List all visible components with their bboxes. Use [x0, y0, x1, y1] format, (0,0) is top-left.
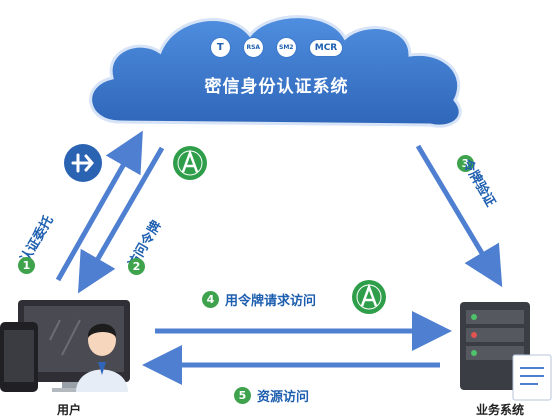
step-5-label: 资源访问 [257, 390, 310, 405]
token-badge-icon [173, 146, 207, 180]
badge-sm2: SM2 [276, 38, 296, 57]
arrow-step-1 [55, 130, 143, 282]
cloud-icon [89, 15, 462, 128]
badge-rsa: RSA [243, 38, 263, 57]
cloud-title: 密信身份认证系统 [204, 77, 349, 97]
step-2-number: 2 [128, 258, 145, 275]
business-system-label: 业务系统 [476, 403, 525, 417]
user-desktop-icon [0, 300, 130, 392]
token-badge-icon [352, 280, 386, 314]
step-3-number: 3 [457, 155, 474, 172]
step-4: 4 用令牌请求访问 [202, 290, 316, 309]
auth-app-icon [64, 144, 102, 182]
step-4-label: 用令牌请求访问 [225, 294, 317, 309]
badge-mcr: MCR [309, 39, 343, 56]
server-icon [460, 302, 552, 401]
step-4-number: 4 [202, 291, 219, 308]
arrow-step-3 [415, 144, 503, 288]
user-label: 用户 [57, 403, 82, 417]
step-5-number: 5 [234, 387, 251, 404]
step-1-number: 1 [18, 257, 35, 274]
badge-t: T [210, 38, 230, 57]
arrow-step-2 [77, 146, 165, 294]
cloud-badges: T RSA SM2 MCR [0, 38, 553, 57]
step-5: 5 资源访问 [234, 386, 309, 405]
